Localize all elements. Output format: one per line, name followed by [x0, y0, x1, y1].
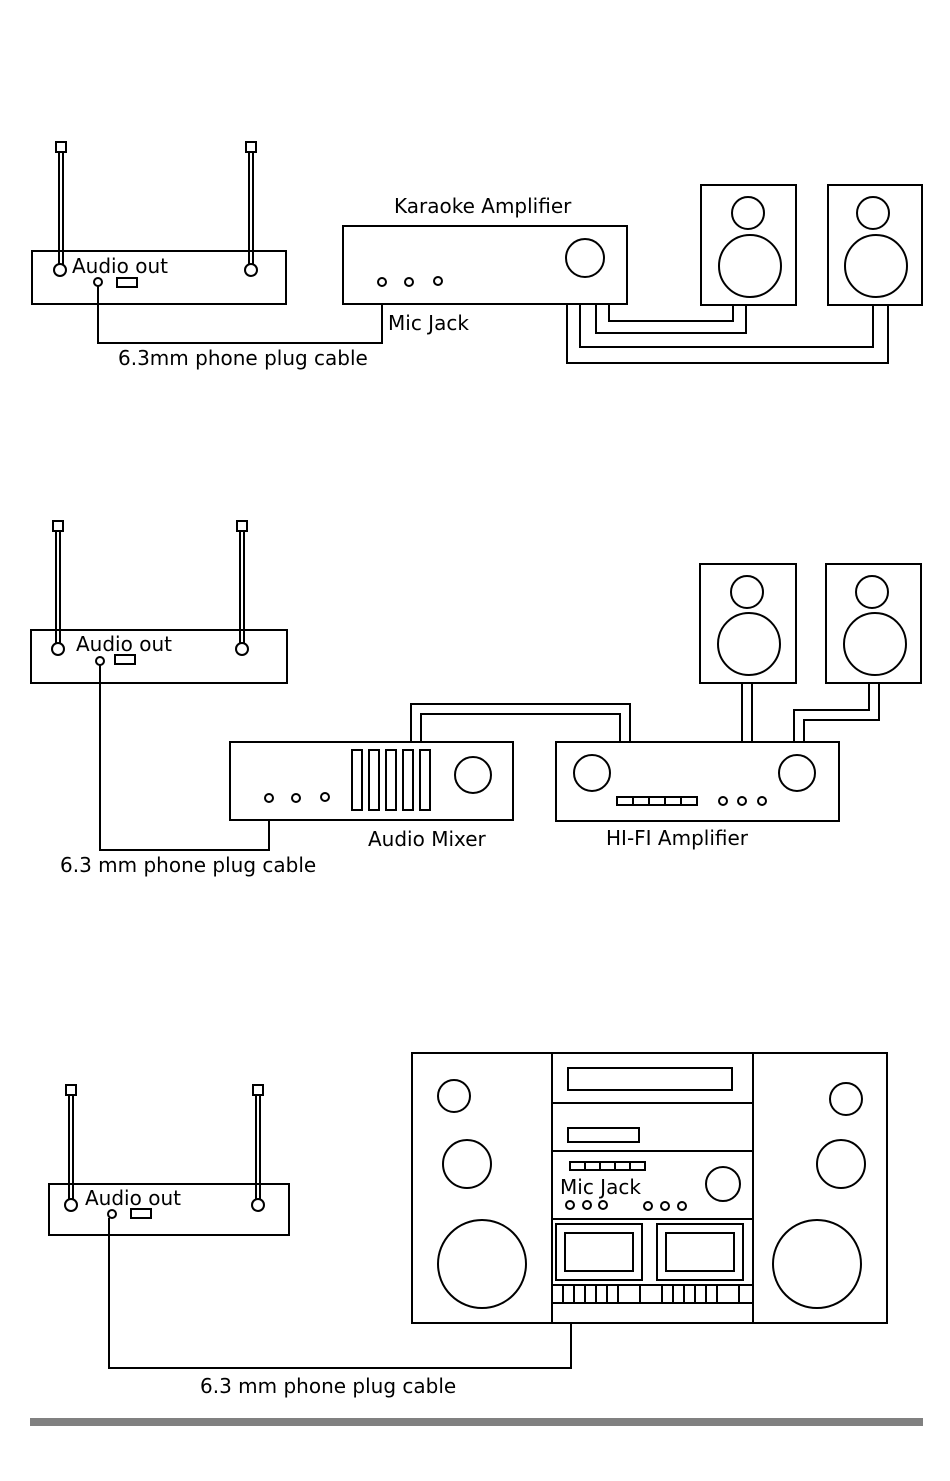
audio-out-label: Audio out	[85, 1186, 181, 1210]
boombox-stereo: Mic Jack	[412, 1053, 887, 1323]
wireless-receiver-1: Audio out	[32, 142, 286, 304]
mic-jack-label: Mic Jack	[388, 311, 469, 335]
hifi-amplifier: HI-FI Amplifier	[556, 742, 839, 850]
diagram-mixer-hifi-setup: Audio out 6.3 mm phone plug cable Audio …	[31, 521, 921, 877]
audio-mixer-title: Audio Mixer	[368, 827, 487, 851]
speaker-right-2	[826, 564, 921, 683]
cable-label: 6.3 mm phone plug cable	[200, 1374, 456, 1398]
speaker-left-1	[701, 185, 796, 305]
karaoke-amplifier-title: Karaoke Amplifier	[394, 194, 572, 218]
speaker-right-1	[828, 185, 922, 305]
diagram-karaoke-setup: Audio out 6.3mm phone plug cable Karaoke…	[32, 142, 922, 370]
audio-mixer: Audio Mixer	[230, 742, 513, 851]
wireless-receiver-3: Audio out	[49, 1085, 289, 1235]
karaoke-amplifier: Karaoke Amplifier Mic Jack	[343, 194, 627, 335]
speaker-wires-2	[742, 683, 879, 742]
hifi-amplifier-title: HI-FI Amplifier	[606, 826, 749, 850]
wireless-receiver-2: Audio out	[31, 521, 287, 683]
cable-label: 6.3 mm phone plug cable	[60, 853, 316, 877]
mixer-to-amp-wire	[411, 704, 630, 742]
speaker-wires-1	[567, 305, 888, 363]
speaker-left-2	[700, 564, 796, 683]
audio-out-label: Audio out	[76, 632, 172, 656]
mic-jack-label: Mic Jack	[560, 1175, 641, 1199]
diagram-boombox-setup: Audio out 6.3 mm phone plug cable	[49, 1053, 887, 1398]
audio-out-label: Audio out	[72, 254, 168, 278]
cable-label: 6.3mm phone plug cable	[118, 346, 368, 370]
footer-bar	[30, 1418, 923, 1426]
